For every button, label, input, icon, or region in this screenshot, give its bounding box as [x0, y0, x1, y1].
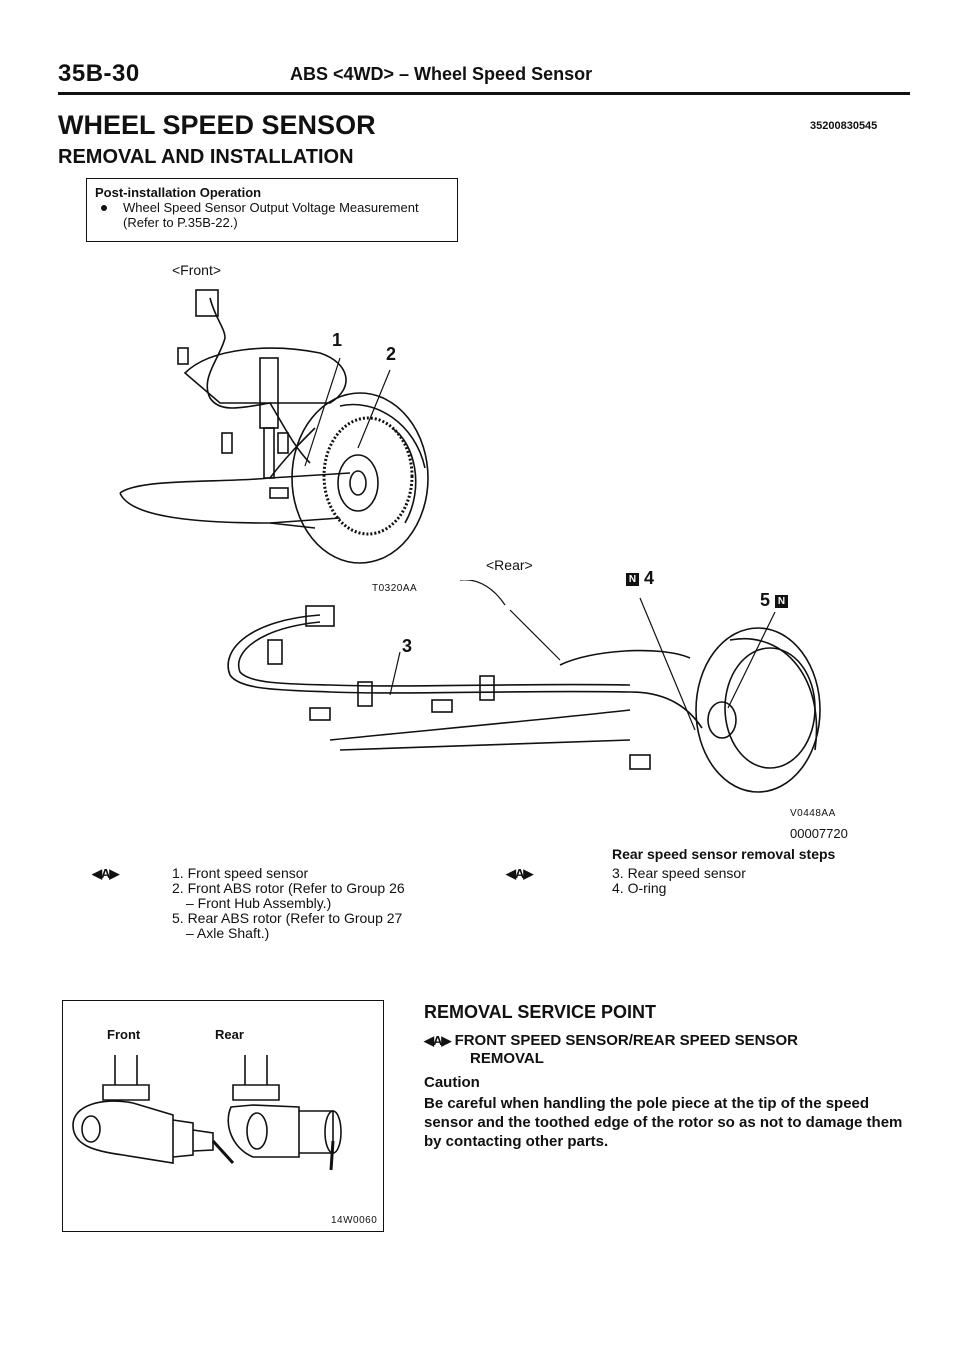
page-number: 35B-30 — [58, 60, 140, 87]
header-rule — [58, 92, 910, 95]
list-item: 3. Rear speed sensor — [612, 865, 746, 881]
page-title: WHEEL SPEED SENSOR — [58, 110, 376, 140]
service-mark-a-icon: ◀A▶ — [506, 866, 533, 881]
sensor-figure-code: 14W0060 — [331, 1215, 378, 1226]
list-item: 4. O-ring — [612, 880, 667, 896]
sensor-figure-box: Front Rear 14W0060 — [62, 1000, 384, 1232]
figure-code: 00007720 — [790, 826, 848, 841]
removal-step-line1: FRONT SPEED SENSOR/REAR SPEED SENSOR — [454, 1032, 798, 1049]
document-id: 35200830545 — [810, 120, 878, 132]
post-installation-item: Wheel Speed Sensor Output Voltage Measur… — [95, 200, 449, 230]
front-diagram-code: T0320AA — [372, 583, 418, 594]
front-sensor-label: Front — [107, 1027, 141, 1042]
page-subtitle: REMOVAL AND INSTALLATION — [58, 146, 354, 168]
front-wheel-speed-sensor-diagram — [119, 289, 429, 564]
rear-diagram-code: V0448AA — [790, 808, 836, 819]
rear-sensor-label: Rear — [215, 1027, 244, 1042]
list-item: 1. Front speed sensor — [172, 865, 309, 881]
n-badge-icon: N — [775, 594, 789, 608]
caution-label: Caution — [424, 1074, 480, 1091]
removal-service-step: ◀A▶ FRONT SPEED SENSOR/REAR SPEED SENSOR… — [424, 1032, 798, 1068]
section-title: ABS <4WD> – Wheel Speed Sensor — [290, 64, 593, 84]
n-badge-icon: N — [626, 572, 639, 586]
bullet-icon — [101, 205, 107, 211]
front-diagram-label: <Front> — [172, 262, 222, 278]
callout-2: 2 — [386, 344, 397, 364]
callout-5: 5 — [760, 590, 771, 610]
list-item: – Front Hub Assembly.) — [186, 895, 332, 911]
sensor-comparison-illustration — [72, 1055, 342, 1171]
list-item: – Axle Shaft.) — [186, 925, 270, 941]
removal-service-heading: REMOVAL SERVICE POINT — [424, 1002, 657, 1022]
rear-steps-list: 3. Rear speed sensor 4. O-ring — [612, 866, 746, 896]
callout-1: 1 — [332, 330, 343, 350]
callout-4: 4 — [644, 568, 655, 588]
service-mark-a-icon: ◀A▶ — [424, 1033, 451, 1048]
list-item: 2. Front ABS rotor (Refer to Group 26 — [172, 880, 405, 896]
callout-3: 3 — [402, 636, 413, 656]
service-mark-a-icon: ◀A▶ — [92, 866, 119, 881]
callout-5-group: 5 N — [760, 590, 789, 611]
rear-diagram-label: <Rear> — [486, 557, 533, 573]
post-installation-box: Post-installation Operation Wheel Speed … — [86, 178, 458, 242]
callout-4-group: N 4 — [626, 568, 654, 589]
front-steps-list: 1. Front speed sensor 2. Front ABS rotor… — [172, 866, 405, 941]
post-installation-item-line2: (Refer to P.35B-22.) — [123, 215, 238, 230]
removal-step-line2: REMOVAL — [470, 1050, 544, 1067]
post-installation-title: Post-installation Operation — [95, 185, 262, 200]
rear-steps-title: Rear speed sensor removal steps — [612, 846, 836, 862]
list-item: 5. Rear ABS rotor (Refer to Group 27 — [172, 910, 403, 926]
caution-text: Be careful when handling the pole piece … — [424, 1095, 903, 1150]
post-installation-item-line1: Wheel Speed Sensor Output Voltage Measur… — [123, 200, 419, 215]
rear-wheel-speed-sensor-diagram — [227, 580, 821, 793]
